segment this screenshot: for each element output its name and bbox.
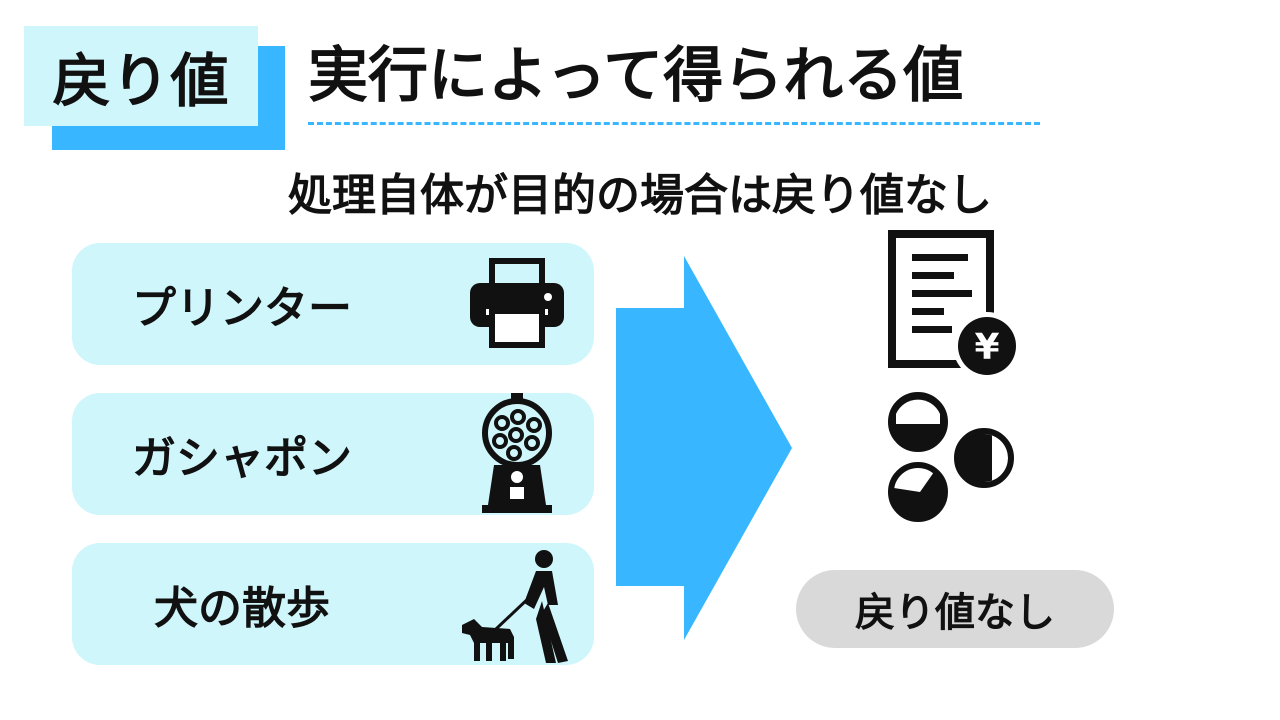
example-label: プリンター: [132, 283, 352, 334]
example-label: ガシャポン: [132, 433, 352, 484]
printer-icon: [470, 258, 564, 348]
coins-icon: [888, 392, 1014, 522]
subtitle: 処理自体が目的の場合は戻り値なし: [288, 170, 992, 221]
header-title: 実行によって得られる値: [308, 41, 964, 111]
header-tag: 戻り値: [24, 26, 258, 126]
gumball-machine-icon: [482, 393, 552, 513]
example-card-gashapon: ガシャポン: [72, 393, 594, 515]
yen-symbol: ¥: [974, 327, 999, 368]
example-card-dog-walk: 犬の散歩: [72, 543, 594, 665]
result-label: 戻り値なし: [796, 570, 1114, 648]
dog-walking-icon: [462, 550, 568, 663]
example-card-printer: プリンター: [72, 243, 594, 365]
header-underline: [308, 122, 1040, 125]
example-label: 犬の散歩: [154, 583, 330, 634]
arrow-right-icon: [616, 256, 792, 640]
document-yen-icon: ¥: [888, 230, 1021, 380]
